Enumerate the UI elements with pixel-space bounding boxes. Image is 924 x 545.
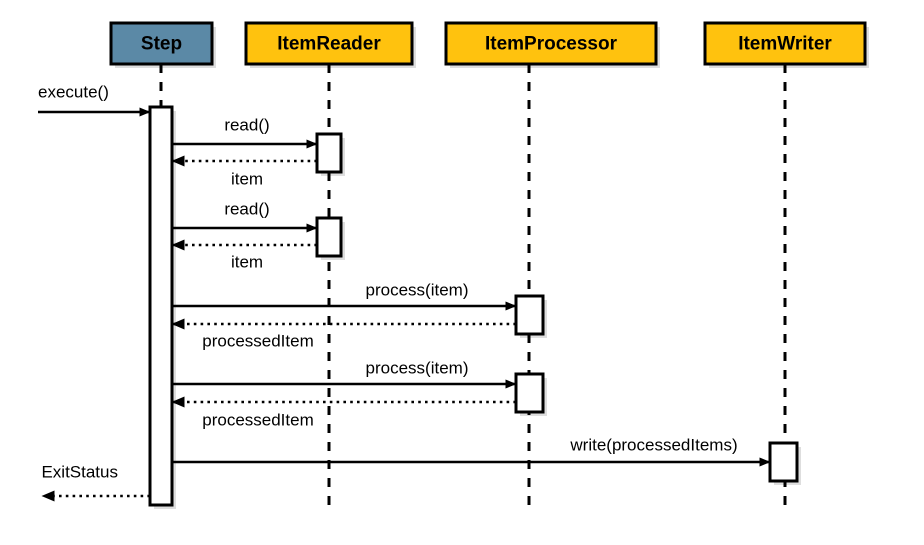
activation-processor-activation-2 bbox=[514, 372, 547, 416]
activation-bar-processor-activation-2 bbox=[514, 372, 545, 414]
participant-label-item-writer: ItemWriter bbox=[738, 34, 832, 55]
activation-bar-reader-activation-2 bbox=[315, 216, 343, 258]
participant-box-item-writer[interactable] bbox=[703, 21, 867, 66]
participant-label-item-processor: ItemProcessor bbox=[485, 34, 618, 55]
participant-item-processor[interactable]: ItemProcessor bbox=[444, 21, 660, 68]
message-label-msg-write: write(processedItems) bbox=[569, 435, 737, 454]
activation-step-activation bbox=[148, 105, 176, 509]
message-layer: execute() read() item read() item process(ite… bbox=[38, 82, 771, 502]
message-msg-exitstatus[interactable]: ExitStatus bbox=[41, 462, 150, 502]
message-msg-processeditem-2[interactable]: processedItem bbox=[171, 396, 516, 429]
message-msg-item-1[interactable]: item bbox=[171, 155, 317, 188]
message-label-msg-exitstatus: ExitStatus bbox=[41, 462, 118, 481]
participant-label-item-reader: ItemReader bbox=[277, 34, 381, 55]
participant-item-reader[interactable]: ItemReader bbox=[244, 21, 416, 68]
activation-bar-processor-activation-1 bbox=[514, 294, 545, 336]
activation-bar-reader-activation-1 bbox=[315, 132, 343, 174]
activation-writer-activation-1 bbox=[768, 441, 801, 485]
participant-box-step[interactable] bbox=[109, 21, 214, 66]
activation-reader-activation-1 bbox=[315, 132, 345, 176]
activation-processor-activation-1 bbox=[514, 294, 547, 338]
message-label-msg-read-2: read() bbox=[224, 199, 269, 218]
activation-reader-activation-2 bbox=[315, 216, 345, 260]
participant-step[interactable]: Step bbox=[109, 21, 216, 68]
participant-box-item-processor[interactable] bbox=[444, 21, 658, 66]
message-msg-execute[interactable]: execute() bbox=[38, 82, 151, 117]
message-msg-read-1[interactable]: read() bbox=[172, 115, 318, 149]
participant-box-item-reader[interactable] bbox=[244, 21, 414, 66]
message-label-msg-process-2: process(item) bbox=[366, 358, 469, 377]
participant-header-layer: Step ItemReader ItemProcessor ItemWriter bbox=[109, 21, 869, 68]
message-label-msg-read-1: read() bbox=[224, 115, 269, 134]
message-msg-process-2[interactable]: process(item) bbox=[172, 358, 517, 389]
message-msg-write[interactable]: write(processedItems) bbox=[172, 435, 771, 467]
participant-item-writer[interactable]: ItemWriter bbox=[703, 21, 869, 68]
message-msg-read-2[interactable]: read() bbox=[172, 199, 318, 233]
message-label-msg-processeditem-1: processedItem bbox=[202, 331, 314, 350]
activation-bar-layer bbox=[148, 105, 801, 509]
message-label-msg-execute: execute() bbox=[38, 82, 109, 101]
participant-label-step: Step bbox=[141, 34, 182, 55]
message-msg-processeditem-1[interactable]: processedItem bbox=[171, 318, 516, 350]
message-msg-item-2[interactable]: item bbox=[171, 239, 317, 271]
activation-bar-step-activation bbox=[148, 105, 174, 507]
message-label-msg-item-1: item bbox=[231, 169, 263, 188]
message-label-msg-item-2: item bbox=[231, 252, 263, 271]
message-label-msg-processeditem-2: processedItem bbox=[202, 410, 314, 429]
message-label-msg-process-1: process(item) bbox=[366, 280, 469, 299]
message-msg-process-1[interactable]: process(item) bbox=[172, 280, 517, 311]
activation-bar-writer-activation-1 bbox=[768, 441, 799, 483]
